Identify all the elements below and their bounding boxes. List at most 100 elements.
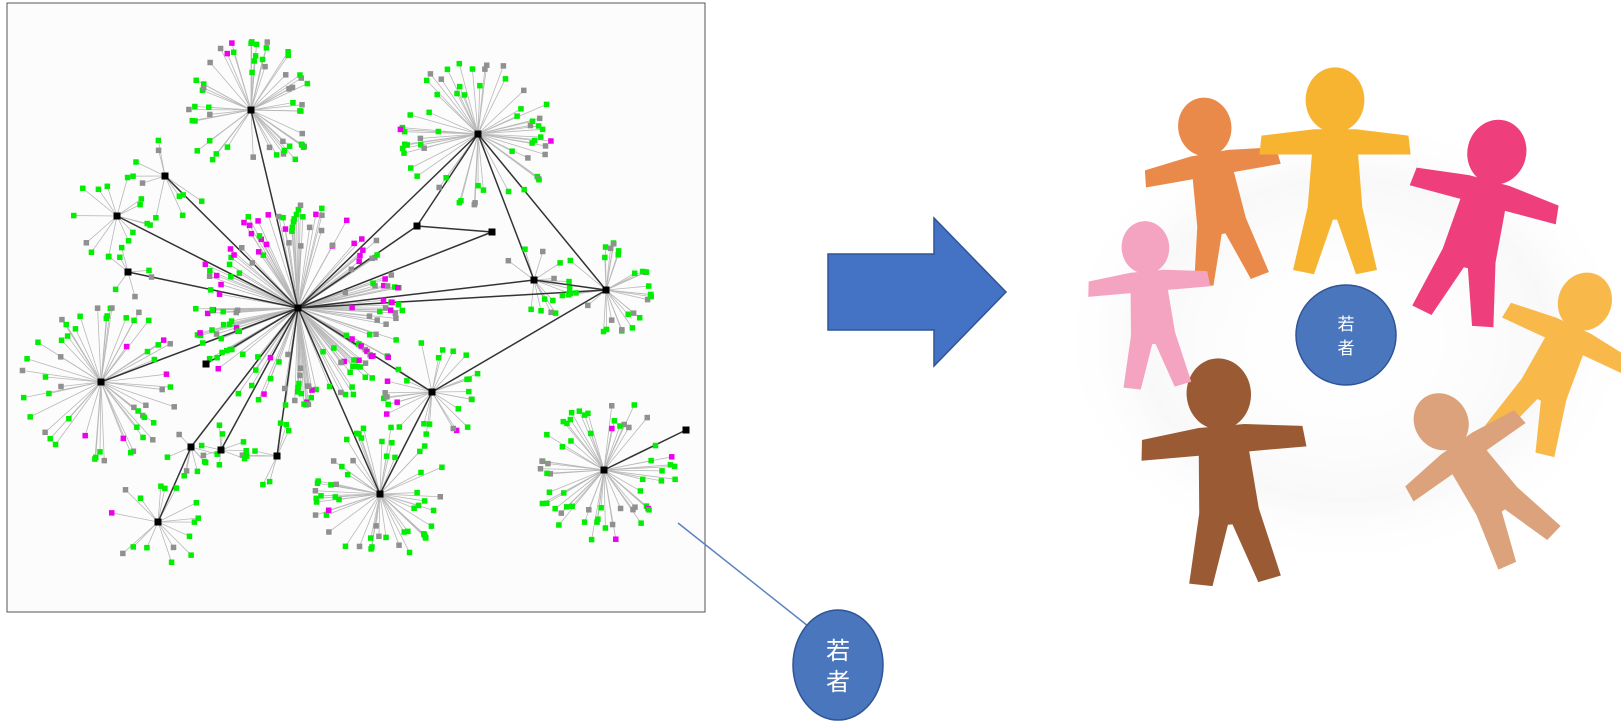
graph-edge xyxy=(250,74,287,111)
graph-edge xyxy=(477,120,533,135)
graph-node xyxy=(227,246,234,252)
graph-edge xyxy=(249,225,299,309)
graph-edge xyxy=(425,391,433,435)
graph-node xyxy=(291,216,297,222)
graph-edge xyxy=(297,307,360,361)
graph-edge xyxy=(250,109,285,151)
graph-node xyxy=(550,297,556,304)
graph-node xyxy=(639,476,646,483)
graph-edge xyxy=(258,307,299,400)
graph-node xyxy=(127,449,134,456)
graph-node xyxy=(373,237,380,244)
graph-node xyxy=(522,246,528,252)
graph-node xyxy=(197,330,203,336)
graph-node xyxy=(594,519,600,525)
graph-node xyxy=(231,252,237,258)
graph-node xyxy=(598,505,604,511)
graph-node xyxy=(281,147,288,154)
graph-node xyxy=(411,505,417,512)
graph-edge xyxy=(431,357,440,393)
graph-edge xyxy=(250,102,294,111)
graph-edge xyxy=(250,59,263,111)
graph-edge xyxy=(587,413,605,471)
graph-edge xyxy=(100,312,140,383)
graph-node xyxy=(230,49,237,55)
graph-edge xyxy=(219,425,222,451)
graph-edge xyxy=(546,469,605,474)
graph-node xyxy=(336,496,342,503)
hub-link xyxy=(297,307,381,495)
graph-edge xyxy=(60,381,102,387)
graph-node xyxy=(417,142,424,148)
graph-node xyxy=(248,382,255,389)
graph-edge xyxy=(578,411,605,471)
graph-edge xyxy=(423,391,433,424)
graph-node xyxy=(209,306,216,313)
graph-node xyxy=(298,75,305,81)
graph-edge xyxy=(194,106,252,111)
graph-edge xyxy=(297,307,370,336)
graph-node xyxy=(162,485,168,492)
graph-node xyxy=(135,408,141,414)
graph-edge xyxy=(605,289,634,314)
graph-edge xyxy=(379,441,383,495)
graph-edge xyxy=(250,77,302,111)
hub-link xyxy=(297,279,535,309)
graph-node xyxy=(342,391,349,398)
graph-edge xyxy=(164,175,184,216)
graph-node xyxy=(122,487,129,493)
graph-node xyxy=(202,459,209,466)
graph-node xyxy=(180,192,186,198)
graph-edge xyxy=(250,104,303,111)
graph-node xyxy=(95,186,102,193)
graph-edge xyxy=(533,279,542,311)
graph-node xyxy=(150,437,156,443)
graph-node xyxy=(331,345,337,351)
graph-node xyxy=(392,454,398,461)
graph-node xyxy=(218,335,224,342)
graph-node xyxy=(77,313,83,320)
graph-node xyxy=(82,432,88,439)
graph-node xyxy=(206,138,213,144)
hub-link xyxy=(297,225,418,309)
graph-node xyxy=(104,183,111,190)
graph-node xyxy=(539,126,546,133)
paper-person xyxy=(1141,358,1307,587)
graph-node xyxy=(482,66,488,72)
graph-node xyxy=(285,48,291,55)
graph-node xyxy=(285,427,292,434)
graph-edge xyxy=(477,104,547,135)
graph-node xyxy=(625,311,631,317)
graph-node xyxy=(548,138,554,144)
graph-node xyxy=(350,363,356,370)
graph-edge xyxy=(132,521,159,548)
graph-node xyxy=(645,283,652,289)
graph-node xyxy=(155,137,162,144)
graph-node xyxy=(356,258,362,265)
callout-label-line2: 者 xyxy=(826,668,850,696)
graph-node xyxy=(123,343,130,350)
graph-node xyxy=(214,354,220,361)
graph-node xyxy=(564,420,570,427)
graph-edge xyxy=(605,289,613,321)
graph-node xyxy=(155,342,161,348)
graph-node xyxy=(436,184,442,191)
graph-edge xyxy=(297,307,305,405)
graph-node xyxy=(370,280,376,286)
graph-node xyxy=(505,188,512,195)
graph-node xyxy=(382,390,388,396)
graph-node xyxy=(384,378,391,385)
graph-node xyxy=(186,533,193,540)
graph-node xyxy=(366,331,373,338)
graph-node xyxy=(224,50,231,57)
graph-node xyxy=(318,227,325,234)
paper-person xyxy=(1405,393,1561,570)
graph-edge xyxy=(157,517,199,523)
graph-node xyxy=(294,389,301,395)
graph-node xyxy=(384,394,390,400)
center-label-line2: 者 xyxy=(1338,339,1355,359)
graph-node xyxy=(646,507,652,513)
hub-link xyxy=(416,225,493,233)
graph-edge xyxy=(379,451,421,495)
graph-edge xyxy=(596,469,605,523)
